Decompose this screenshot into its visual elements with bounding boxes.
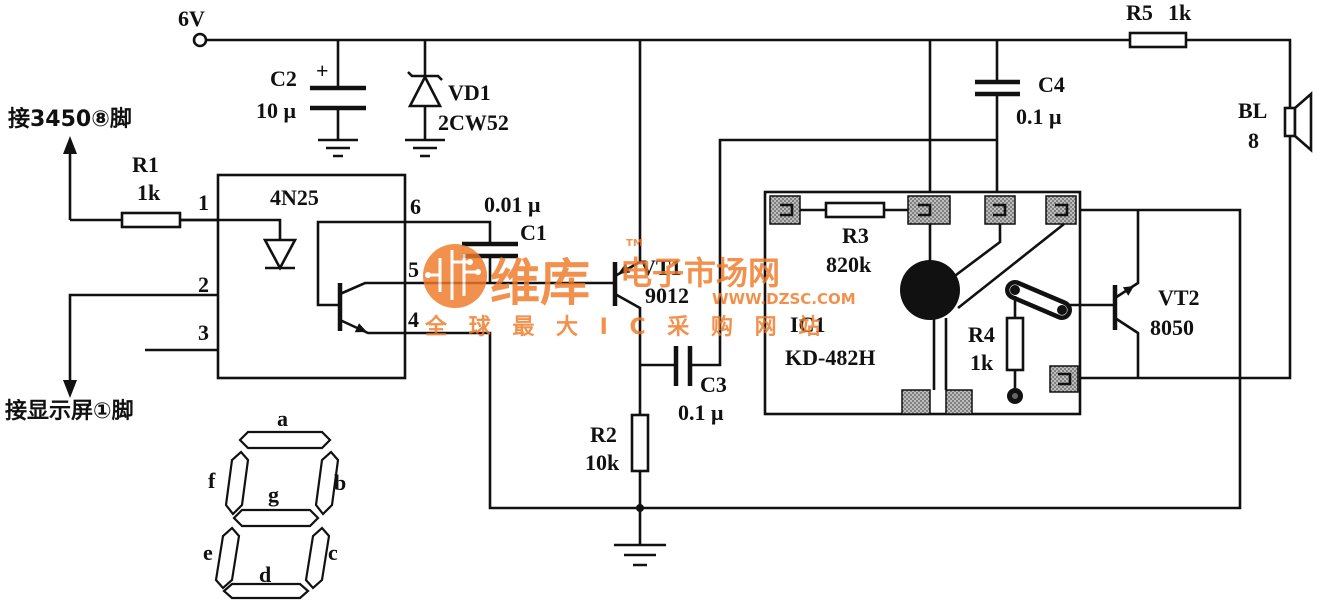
ground-rail <box>405 208 1242 567</box>
ic1-pad <box>945 389 973 415</box>
segment-g-label: g <box>268 482 279 507</box>
watermark-logo: 维库 电子市场网 TM WWW.DZSC.COM 全 球 最 大 I C 采 购… <box>423 238 856 340</box>
vd1-zener-diode: VD1 2CW52 <box>405 40 509 158</box>
ic1-pad <box>984 195 1016 225</box>
c4-name: C4 <box>1038 72 1065 97</box>
watermark-site-name: 电子市场网 <box>620 254 780 292</box>
r4-value: 1k <box>970 350 994 375</box>
arrow-down-icon <box>63 380 77 398</box>
c1-name: C1 <box>520 220 547 245</box>
segment-f <box>224 450 250 516</box>
watermark-slogan: 全 球 最 大 I C 采 购 网 站 <box>424 314 827 340</box>
vt1-name: VT1 <box>640 255 682 280</box>
segment-b <box>314 450 340 516</box>
pin-3-label: 3 <box>198 320 209 345</box>
watermark-brand: 维库 <box>490 254 590 312</box>
c1-value: 0.01 μ <box>484 192 541 217</box>
vt2-arrow-icon <box>1122 286 1134 296</box>
c2-value: 10 μ <box>256 98 297 123</box>
ic1-pad <box>769 195 801 225</box>
speaker-bl: BL 8 <box>1078 91 1313 380</box>
r1-name: R1 <box>132 152 159 177</box>
pin-1-label: 1 <box>198 190 209 215</box>
r1-value: 1k <box>137 180 161 205</box>
junction-dot <box>636 504 644 512</box>
c2-polarity: + <box>316 58 329 83</box>
ic1-pad <box>901 389 931 415</box>
segment-b-label: b <box>334 470 346 495</box>
phototransistor-arrow-icon <box>354 323 367 333</box>
c1-capacitor: 0.01 μ C1 <box>405 192 547 283</box>
seven-segment-display: a b c d e f g <box>203 406 346 600</box>
bl-value: 8 <box>1248 128 1259 153</box>
watermark-trademark: TM <box>626 238 643 249</box>
led-icon <box>262 238 298 271</box>
ground-icon <box>614 543 666 567</box>
segment-d-label: d <box>259 562 271 587</box>
vt1-transistor: VT1 9012 <box>405 40 689 415</box>
pin-2-label: 2 <box>198 272 209 297</box>
ic1-name: IC1 <box>790 312 825 337</box>
r4-name: R4 <box>968 322 995 347</box>
vt1-value: 9012 <box>645 283 689 308</box>
arrow-up-icon <box>63 136 77 154</box>
c3-capacitor: C3 0.1 μ <box>640 138 997 425</box>
segment-e <box>214 526 241 590</box>
top-connection-label: 接3450⑧脚 <box>8 107 132 132</box>
pin-6-label: 6 <box>410 194 421 219</box>
vt2-value: 8050 <box>1150 315 1194 340</box>
r2-name: R2 <box>590 422 617 447</box>
supply-label: 6V <box>178 6 205 31</box>
pin-5-label: 5 <box>408 257 419 282</box>
r3-name: R3 <box>842 223 869 248</box>
segment-a <box>238 430 332 450</box>
ic1-module: R3 820k IC1 KD-482H R4 1k <box>763 190 1082 416</box>
supply-terminal <box>192 32 208 48</box>
watermark-url: WWW.DZSC.COM <box>712 290 856 308</box>
r2-resistor: R2 10k <box>585 413 650 545</box>
c4-value: 0.1 μ <box>1016 104 1062 129</box>
pin-4-label: 4 <box>408 307 419 332</box>
segment-d <box>222 582 310 600</box>
ic1-pad <box>1045 195 1077 225</box>
r4-resistor <box>1005 316 1025 372</box>
segment-a-label: a <box>277 406 288 431</box>
r5-resistor: R5 1k <box>1126 0 1292 108</box>
ic1-pad <box>1049 365 1079 393</box>
bottom-connection-label: 接显示屏①脚 <box>5 399 134 424</box>
segment-f-label: f <box>208 468 216 493</box>
vd1-value: 2CW52 <box>438 110 509 135</box>
vt2-transistor: VT2 8050 <box>1066 210 1200 378</box>
r5-value: 1k <box>1168 0 1192 25</box>
c4-capacitor: C4 0.1 μ <box>975 40 1065 196</box>
vt2-name: VT2 <box>1158 285 1200 310</box>
ic1-value: KD-482H <box>785 345 875 370</box>
segment-c-label: c <box>328 540 338 565</box>
segment-c <box>304 526 331 590</box>
r3-resistor <box>824 201 886 219</box>
r3-value: 820k <box>826 252 872 277</box>
c3-name: C3 <box>700 372 727 397</box>
input-connection-top: 接3450⑧脚 <box>8 107 132 220</box>
c2-name: C2 <box>270 66 297 91</box>
segment-e-label: e <box>203 540 213 565</box>
supply-rail: 6V <box>178 6 1130 48</box>
bl-name: BL <box>1238 98 1267 123</box>
chip-blob <box>900 260 960 320</box>
r2-value: 10k <box>585 450 620 475</box>
r5-name: R5 <box>1126 0 1153 25</box>
c2-capacitor: + C2 10 μ <box>256 40 366 158</box>
vt1-arrow-icon <box>618 263 631 274</box>
segment-g <box>232 508 320 528</box>
c3-value: 0.1 μ <box>678 400 724 425</box>
optocoupler-4n25: 4N25 1 2 3 4 5 6 <box>145 173 421 380</box>
optocoupler-name: 4N25 <box>270 185 319 210</box>
vd1-name: VD1 <box>448 80 491 105</box>
